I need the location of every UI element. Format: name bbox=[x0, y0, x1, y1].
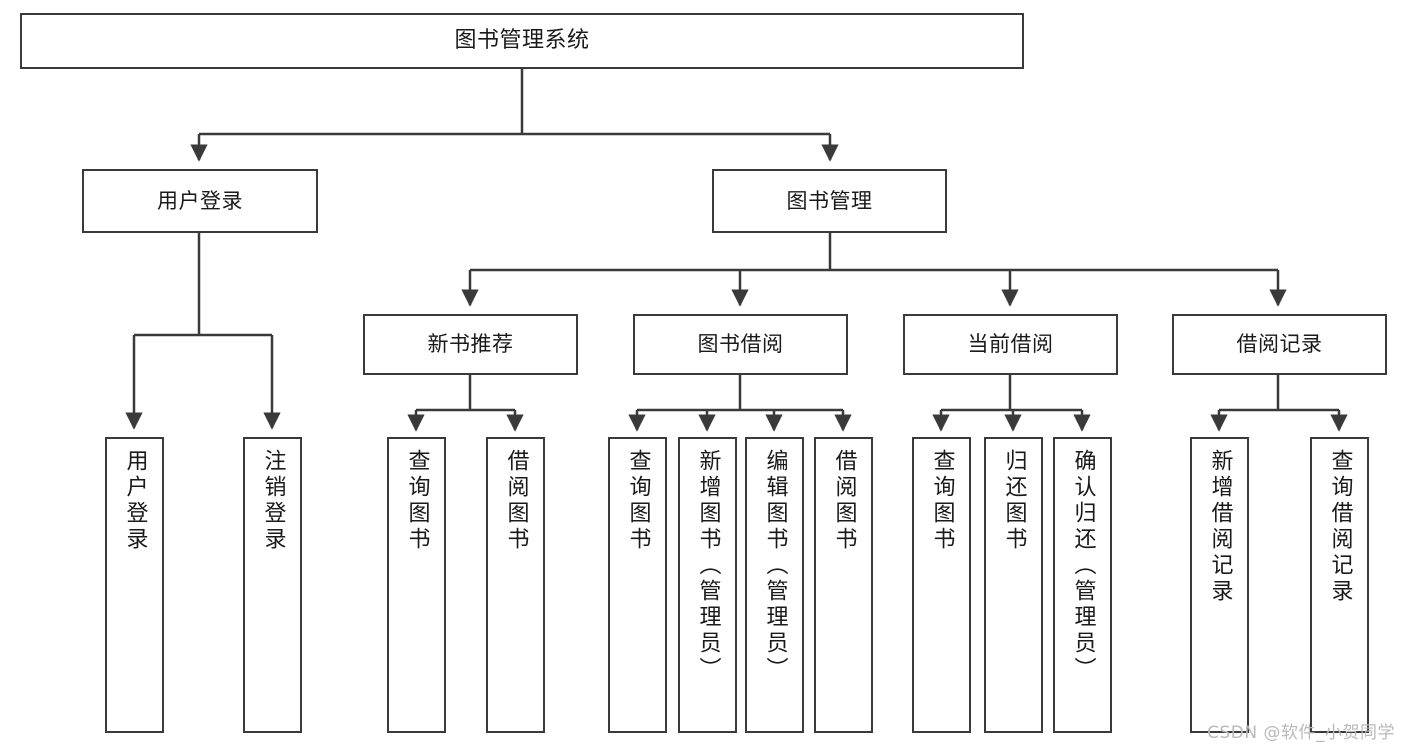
node-leaf-query-book-recommend[interactable]: 查询图书 bbox=[387, 437, 446, 733]
node-leaf-query-book-borrow-label: 查询图书 bbox=[625, 449, 651, 553]
node-leaf-query-borrow-record[interactable]: 查询借阅记录 bbox=[1310, 437, 1369, 733]
node-leaf-edit-book-admin[interactable]: 编辑图书（管理员） bbox=[745, 437, 804, 733]
csdn-watermark: CSDN @软件_小贺同学 bbox=[1207, 723, 1395, 743]
node-leaf-logout-login-label: 注销登录 bbox=[260, 449, 286, 553]
node-leaf-add-borrow-record-label: 新增借阅记录 bbox=[1207, 449, 1233, 605]
node-leaf-edit-book-admin-label: 编辑图书（管理员） bbox=[762, 449, 788, 683]
node-root[interactable]: 图书管理系统 bbox=[20, 13, 1024, 69]
node-leaf-confirm-return-admin-label: 确认归还（管理员） bbox=[1070, 449, 1096, 683]
node-leaf-confirm-return-admin[interactable]: 确认归还（管理员） bbox=[1053, 437, 1112, 733]
node-leaf-borrow-book-recommend-label: 借阅图书 bbox=[503, 449, 529, 553]
node-user-login[interactable]: 用户登录 bbox=[82, 169, 318, 233]
node-user-login-label: 用户登录 bbox=[157, 188, 243, 213]
node-leaf-add-book-admin[interactable]: 新增图书（管理员） bbox=[678, 437, 737, 733]
node-book-manage-label: 图书管理 bbox=[786, 188, 873, 213]
node-leaf-add-borrow-record[interactable]: 新增借阅记录 bbox=[1190, 437, 1249, 733]
node-book-borrow[interactable]: 图书借阅 bbox=[633, 314, 848, 375]
node-leaf-query-book-current-label: 查询图书 bbox=[929, 449, 955, 553]
node-leaf-add-book-admin-label: 新增图书（管理员） bbox=[695, 449, 721, 683]
node-book-borrow-label: 图书借阅 bbox=[697, 332, 784, 357]
node-leaf-query-book-borrow[interactable]: 查询图书 bbox=[608, 437, 667, 733]
node-current-borrow[interactable]: 当前借阅 bbox=[903, 314, 1118, 375]
node-new-book-recommend-label: 新书推荐 bbox=[427, 332, 514, 357]
node-book-manage[interactable]: 图书管理 bbox=[712, 169, 947, 233]
node-borrow-record[interactable]: 借阅记录 bbox=[1172, 314, 1387, 375]
node-leaf-query-borrow-record-label: 查询借阅记录 bbox=[1327, 449, 1353, 605]
node-leaf-query-book-recommend-label: 查询图书 bbox=[404, 449, 430, 553]
node-current-borrow-label: 当前借阅 bbox=[967, 332, 1054, 357]
node-new-book-recommend[interactable]: 新书推荐 bbox=[363, 314, 578, 375]
node-leaf-return-book[interactable]: 归还图书 bbox=[984, 437, 1043, 733]
node-leaf-logout-login[interactable]: 注销登录 bbox=[243, 437, 302, 733]
node-leaf-return-book-label: 归还图书 bbox=[1001, 449, 1027, 553]
node-leaf-user-login-label: 用户登录 bbox=[122, 449, 148, 553]
node-leaf-borrow-book-recommend[interactable]: 借阅图书 bbox=[486, 437, 545, 733]
node-leaf-borrow-book-label: 借阅图书 bbox=[831, 449, 857, 553]
node-leaf-borrow-book[interactable]: 借阅图书 bbox=[814, 437, 873, 733]
node-root-label: 图书管理系统 bbox=[454, 28, 590, 54]
node-borrow-record-label: 借阅记录 bbox=[1236, 332, 1323, 357]
node-leaf-query-book-current[interactable]: 查询图书 bbox=[912, 437, 971, 733]
node-leaf-user-login[interactable]: 用户登录 bbox=[105, 437, 164, 733]
